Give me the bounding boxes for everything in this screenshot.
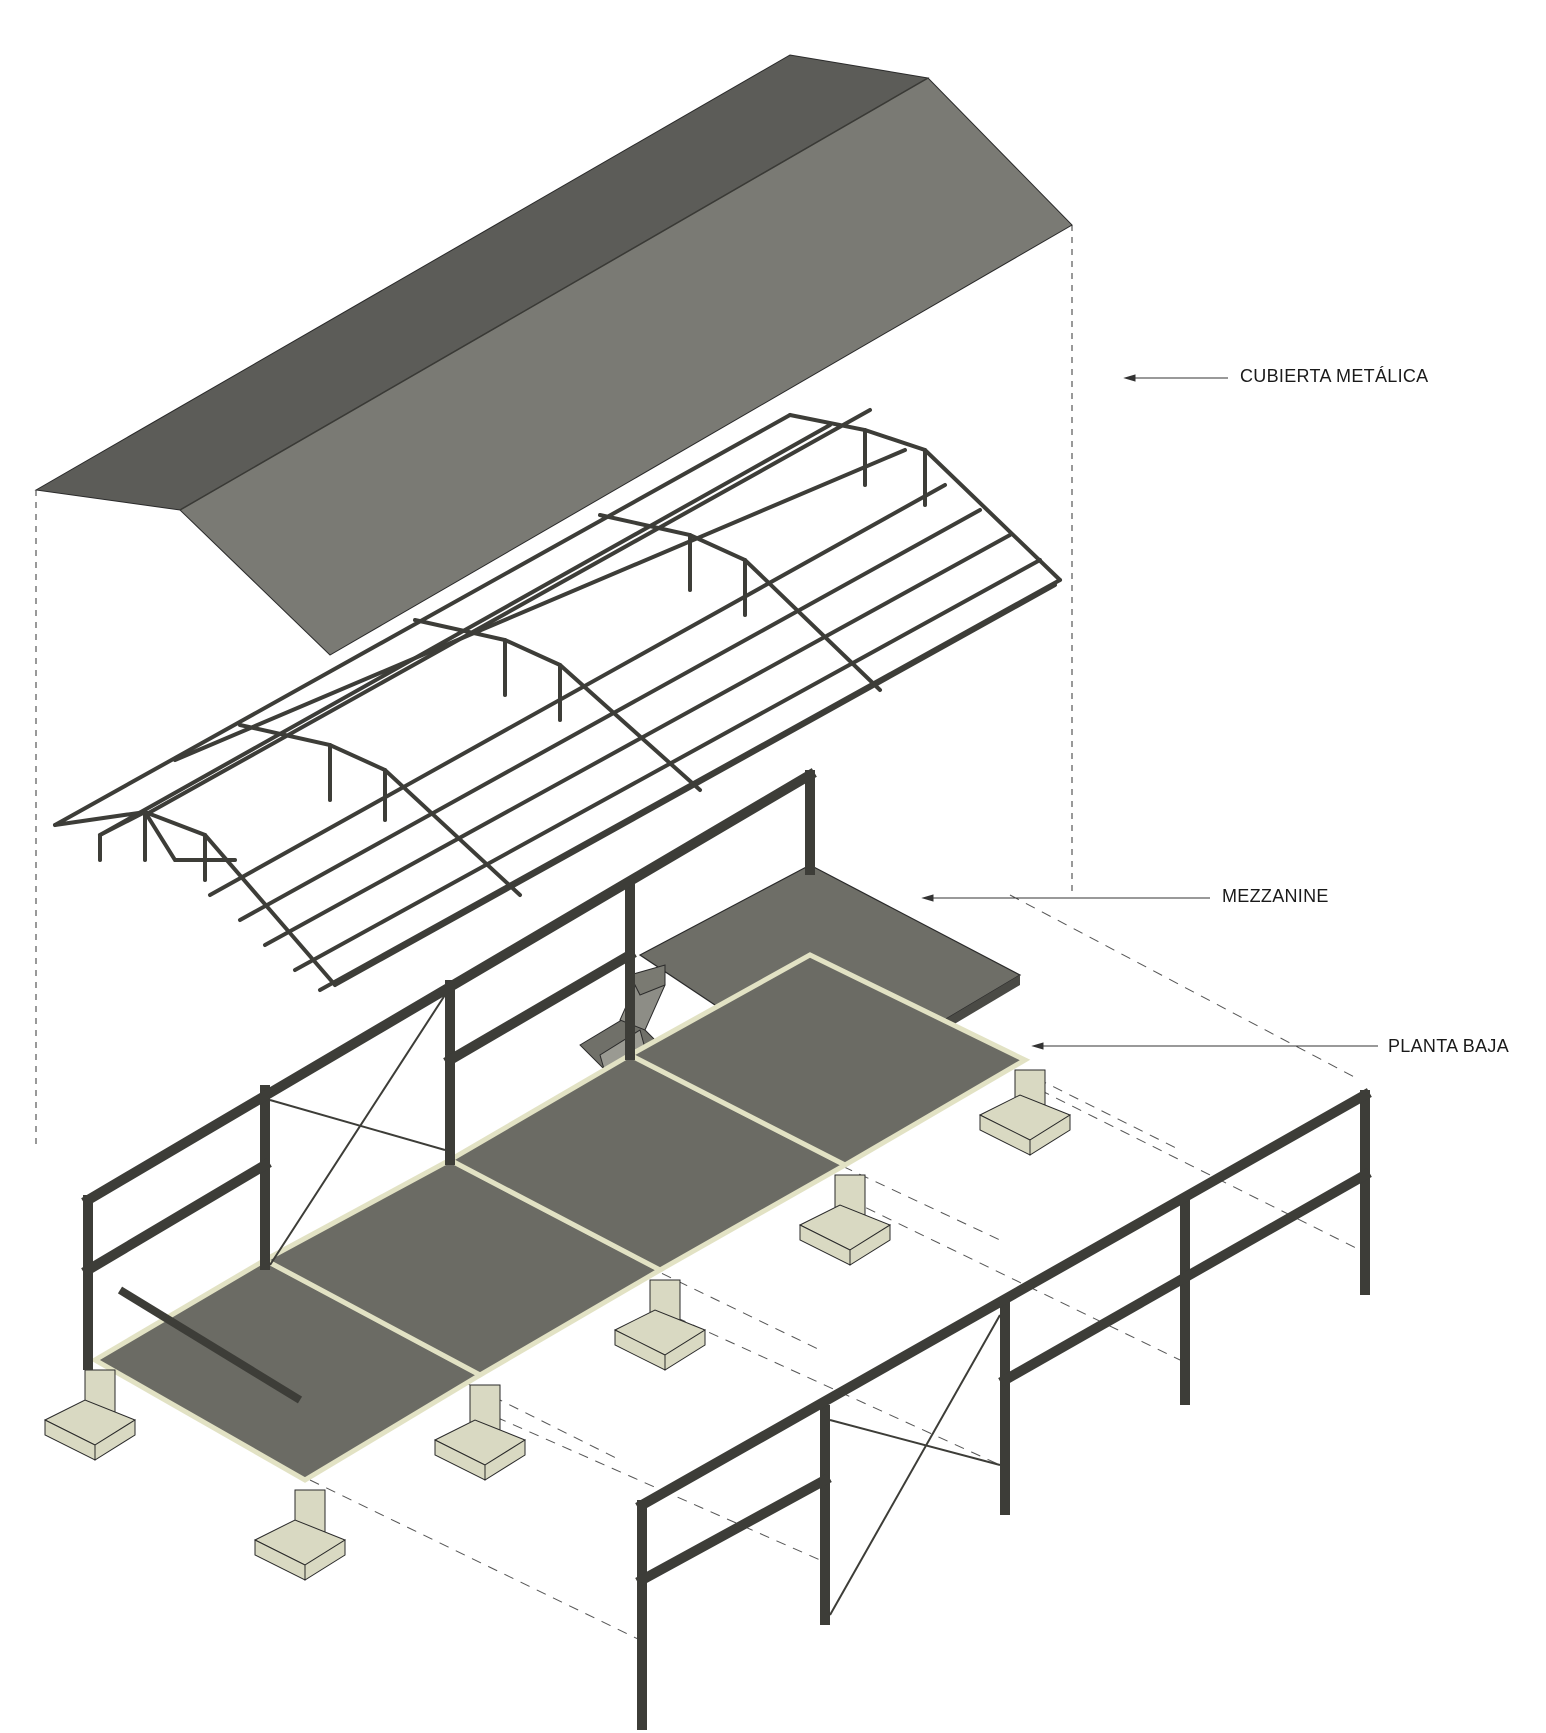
label-planta-baja: PLANTA BAJA [1388,1036,1510,1056]
beam-on-slab [117,1286,303,1404]
label-cubierta-metalica: CUBIERTA METÁLICA [1240,366,1429,386]
roof-ridge [179,77,929,511]
front-frame-bracing [829,1314,1001,1616]
label-mezzanine: MEZZANINE [1222,886,1329,906]
gable-roof-icon [34,54,1073,656]
ground-floor-frame-icon [43,768,1372,1730]
back-frame-bracing [269,994,446,1266]
alignment-lines [35,225,1073,1150]
roof-truss-icon [53,408,1062,992]
front-frame [635,1088,1372,1730]
leader-lines [921,374,1378,1050]
slab-4 [624,952,1031,1168]
footings [43,1069,1072,1581]
back-frame [81,768,817,1370]
